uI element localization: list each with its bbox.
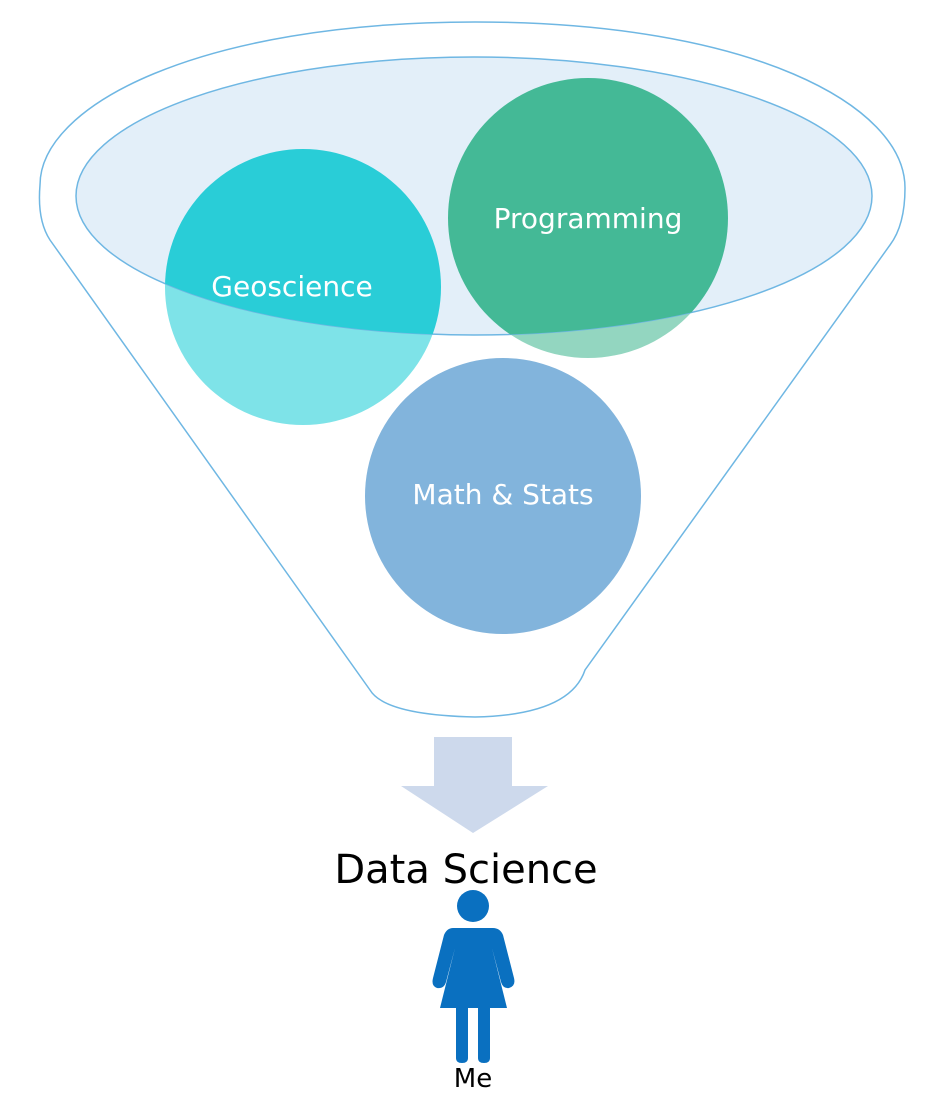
math-stats-label: Math & Stats (412, 478, 593, 511)
programming-label: Programming (494, 202, 683, 235)
output-label: Data Science (334, 847, 597, 893)
person-label: Me (454, 1064, 492, 1094)
woman-icon (432, 890, 515, 1063)
geoscience-circle-inner (165, 149, 441, 335)
math-stats-circle (365, 358, 641, 634)
geoscience-label: Geoscience (211, 270, 372, 303)
down-arrow-icon (401, 737, 548, 833)
programming-circle-inner (448, 78, 728, 335)
